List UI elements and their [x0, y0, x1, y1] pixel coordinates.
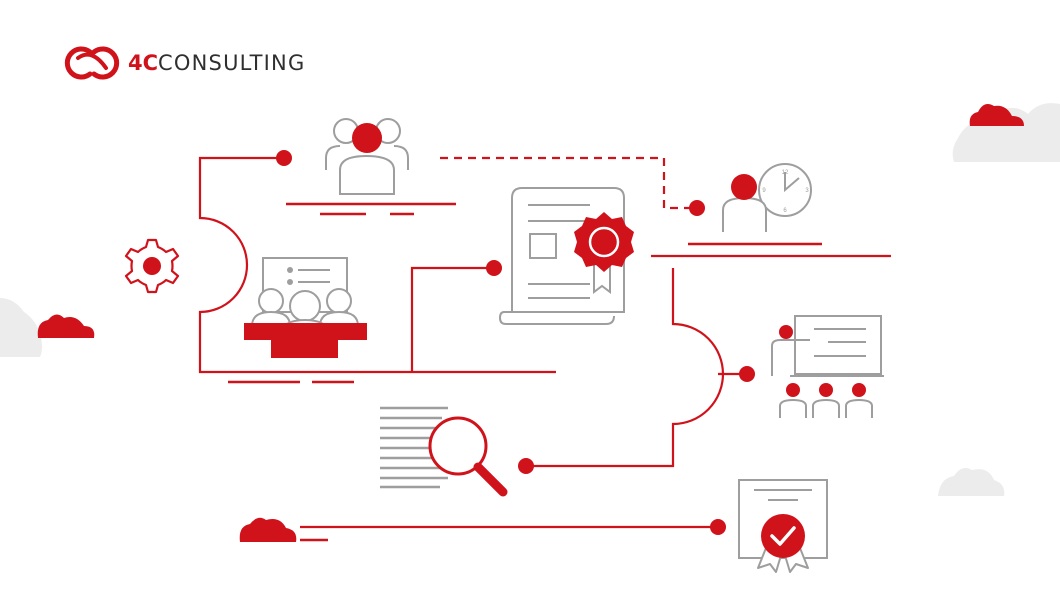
flow-nodes: [276, 150, 755, 535]
clock-numeral: 9: [762, 188, 766, 194]
node-dot: [518, 458, 534, 474]
cloud-icon: [0, 298, 95, 357]
connector-gear-branch: [198, 156, 556, 374]
brand-name: 4CCONSULTING: [128, 50, 306, 75]
trainer-audience-icon: [771, 315, 884, 418]
node-dot: [689, 200, 705, 216]
brand-name-rest: CONSULTING: [158, 50, 306, 75]
brand-name-highlight: 4C: [128, 50, 159, 75]
node-dot: [276, 150, 292, 166]
approved-certificate-icon: [738, 479, 828, 573]
node-dot: [739, 366, 755, 382]
interlocking-rings-logo-icon: [64, 46, 120, 80]
label-underlines: [228, 202, 822, 542]
cloud-icon: [952, 103, 1060, 162]
team-leader-icon: [325, 118, 409, 195]
cloud-icon: [239, 517, 297, 542]
clock-numeral: 6: [783, 208, 787, 214]
connector-certificate: [410, 266, 494, 372]
classroom-presentation-icon: [244, 257, 367, 358]
cloud-icon: [938, 468, 1005, 496]
connector-dashed: [440, 156, 696, 210]
node-dot: [710, 519, 726, 535]
brand-logo: 4CCONSULTING: [64, 44, 305, 82]
person-clock-icon: 12 3 6 9: [722, 163, 812, 232]
gear-icon: [124, 238, 180, 294]
document-magnifier-icon: [380, 406, 508, 497]
clock-numeral: 12: [782, 170, 789, 176]
connector-right-bracket: [526, 268, 725, 468]
clock-numeral: 3: [805, 188, 809, 194]
certificate-scroll-icon: [498, 187, 634, 325]
node-dot: [486, 260, 502, 276]
flow-connectors: [198, 156, 891, 529]
